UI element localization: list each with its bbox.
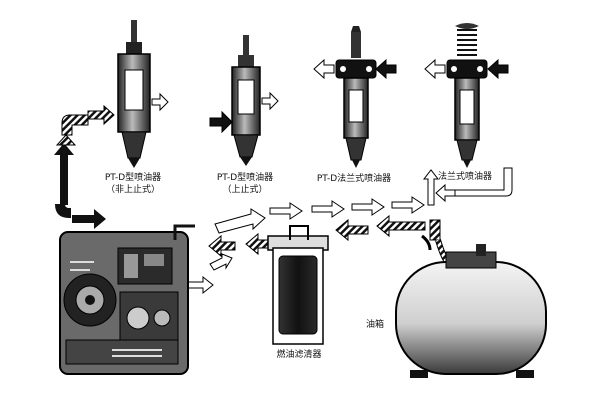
supply-arrow-in-inj1 [87, 104, 115, 126]
supply-arrow-in-inj3 [375, 58, 397, 80]
outflow-arrow-inj4 [424, 58, 446, 80]
return-line-right [435, 167, 513, 203]
supply-arrow-in-inj2 [209, 110, 233, 134]
injector-4-label: 法兰式喷油器 [437, 172, 492, 182]
outflow-arrow-inj2 [261, 91, 279, 111]
fuel-filter [267, 225, 329, 345]
outflow-arrow-inj3 [313, 58, 335, 80]
fuel-filter-label: 燃油滤清器 [276, 350, 322, 360]
fuel-tank [395, 234, 547, 378]
injector-2-sublabel: （上止式） [222, 185, 268, 195]
injector-1 [117, 20, 151, 168]
outflow-arrow-inj1 [151, 92, 169, 112]
filter-to-pump-line [184, 253, 233, 295]
injector-2 [231, 35, 261, 166]
injector-1-sublabel: （非上止式） [105, 185, 160, 195]
engine-fuel-pump [59, 224, 195, 375]
injector-1-label: PT-D型喷油器 [104, 173, 162, 183]
injector-2-label: PT-D型喷油器 [216, 173, 274, 183]
fuel-tank-label: 油箱 [365, 320, 384, 330]
return-line-left [54, 143, 106, 229]
injector-3-label: PT-D法兰式喷油器 [316, 174, 392, 184]
supply-arrow-in-inj4 [487, 58, 509, 80]
supply-line-left [55, 114, 89, 146]
supply-line-top [214, 169, 440, 234]
injector-4 [446, 23, 488, 168]
injector-3 [335, 26, 377, 168]
